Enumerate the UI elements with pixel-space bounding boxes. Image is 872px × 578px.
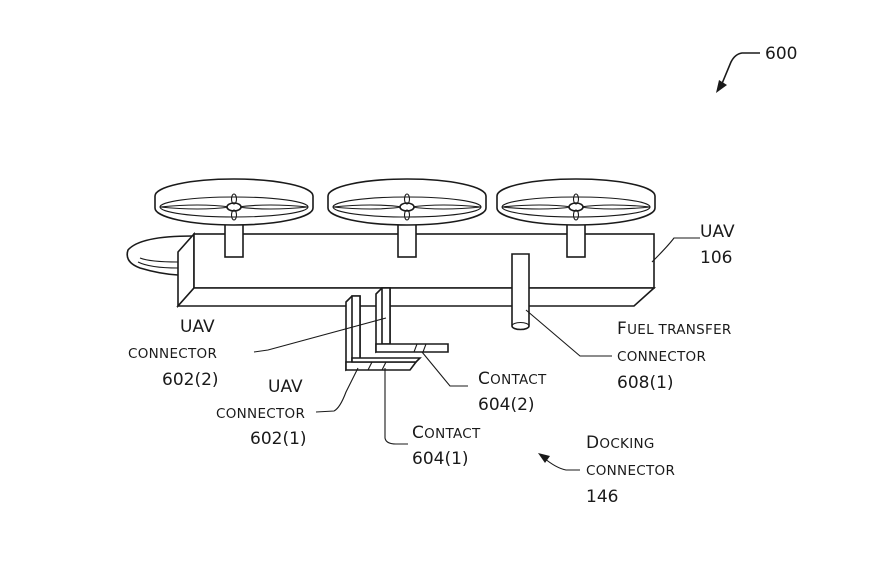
svg-text:CONTACT: CONTACT [412, 423, 481, 443]
svg-text:UAV: UAV [268, 377, 303, 397]
svg-text:FUEL TRANSFER: FUEL TRANSFER [617, 319, 732, 339]
figure-ref-text: 600 [765, 44, 797, 64]
svg-text:604(1): 604(1) [412, 449, 469, 469]
rotor-mast-3 [566, 221, 586, 258]
rotor-mast-2 [397, 221, 417, 258]
fuel-transfer-connector [511, 253, 530, 331]
rotor-rear [126, 235, 193, 276]
figure-ref-600: 600 [716, 44, 797, 93]
label-contact-604-1: CONTACT 604(1) [412, 423, 481, 469]
label-fuel-transfer-608-1: FUEL TRANSFER CONNECTOR 608(1) [617, 319, 732, 393]
rotor-mast-1 [224, 221, 244, 258]
figure-ref-leader [720, 52, 760, 87]
svg-text:602(2): 602(2) [162, 370, 219, 390]
svg-text:CONTACT: CONTACT [478, 369, 547, 389]
label-docking-connector-146: DOCKING CONNECTOR 146 [586, 433, 675, 507]
leader-fuel-transfer-608 [525, 309, 612, 357]
leader-contact-604-2 [421, 351, 468, 387]
leader-uav-connector-602-1 [315, 367, 359, 413]
svg-text:106: 106 [700, 248, 732, 268]
svg-text:CONNECTOR: CONNECTOR [617, 349, 706, 365]
rotor-2 [327, 178, 487, 226]
label-contact-604-2: CONTACT 604(2) [478, 369, 547, 415]
svg-text:UAV: UAV [700, 222, 735, 242]
uav-connector-602-1 [345, 295, 422, 372]
uav-connector-602-2 [375, 287, 449, 354]
svg-text:602(1): 602(1) [250, 429, 307, 449]
svg-text:608(1): 608(1) [617, 373, 674, 393]
svg-text:CONNECTOR: CONNECTOR [586, 463, 675, 479]
leader-uav-106 [651, 237, 700, 263]
svg-text:604(2): 604(2) [478, 395, 535, 415]
arrow-head-icon [538, 453, 550, 463]
docking-connector-pointer [538, 453, 580, 471]
rotor-1 [154, 178, 314, 226]
svg-text:DOCKING: DOCKING [586, 433, 655, 453]
label-uav-connector-602-1: UAV CONNECTOR 602(1) [216, 377, 307, 449]
rotor-3 [496, 178, 656, 226]
svg-text:UAV: UAV [180, 317, 215, 337]
svg-text:CONNECTOR: CONNECTOR [128, 346, 217, 362]
uav-body [176, 231, 657, 309]
leader-contact-604-1 [384, 368, 408, 445]
svg-text:CONNECTOR: CONNECTOR [216, 406, 305, 422]
leader-uav-connector-602-2 [253, 317, 387, 353]
arrow-head-icon [716, 80, 727, 93]
label-uav-106: UAV 106 [700, 222, 735, 268]
svg-text:146: 146 [586, 487, 618, 507]
label-uav-connector-602-2: UAV CONNECTOR 602(2) [128, 317, 219, 390]
